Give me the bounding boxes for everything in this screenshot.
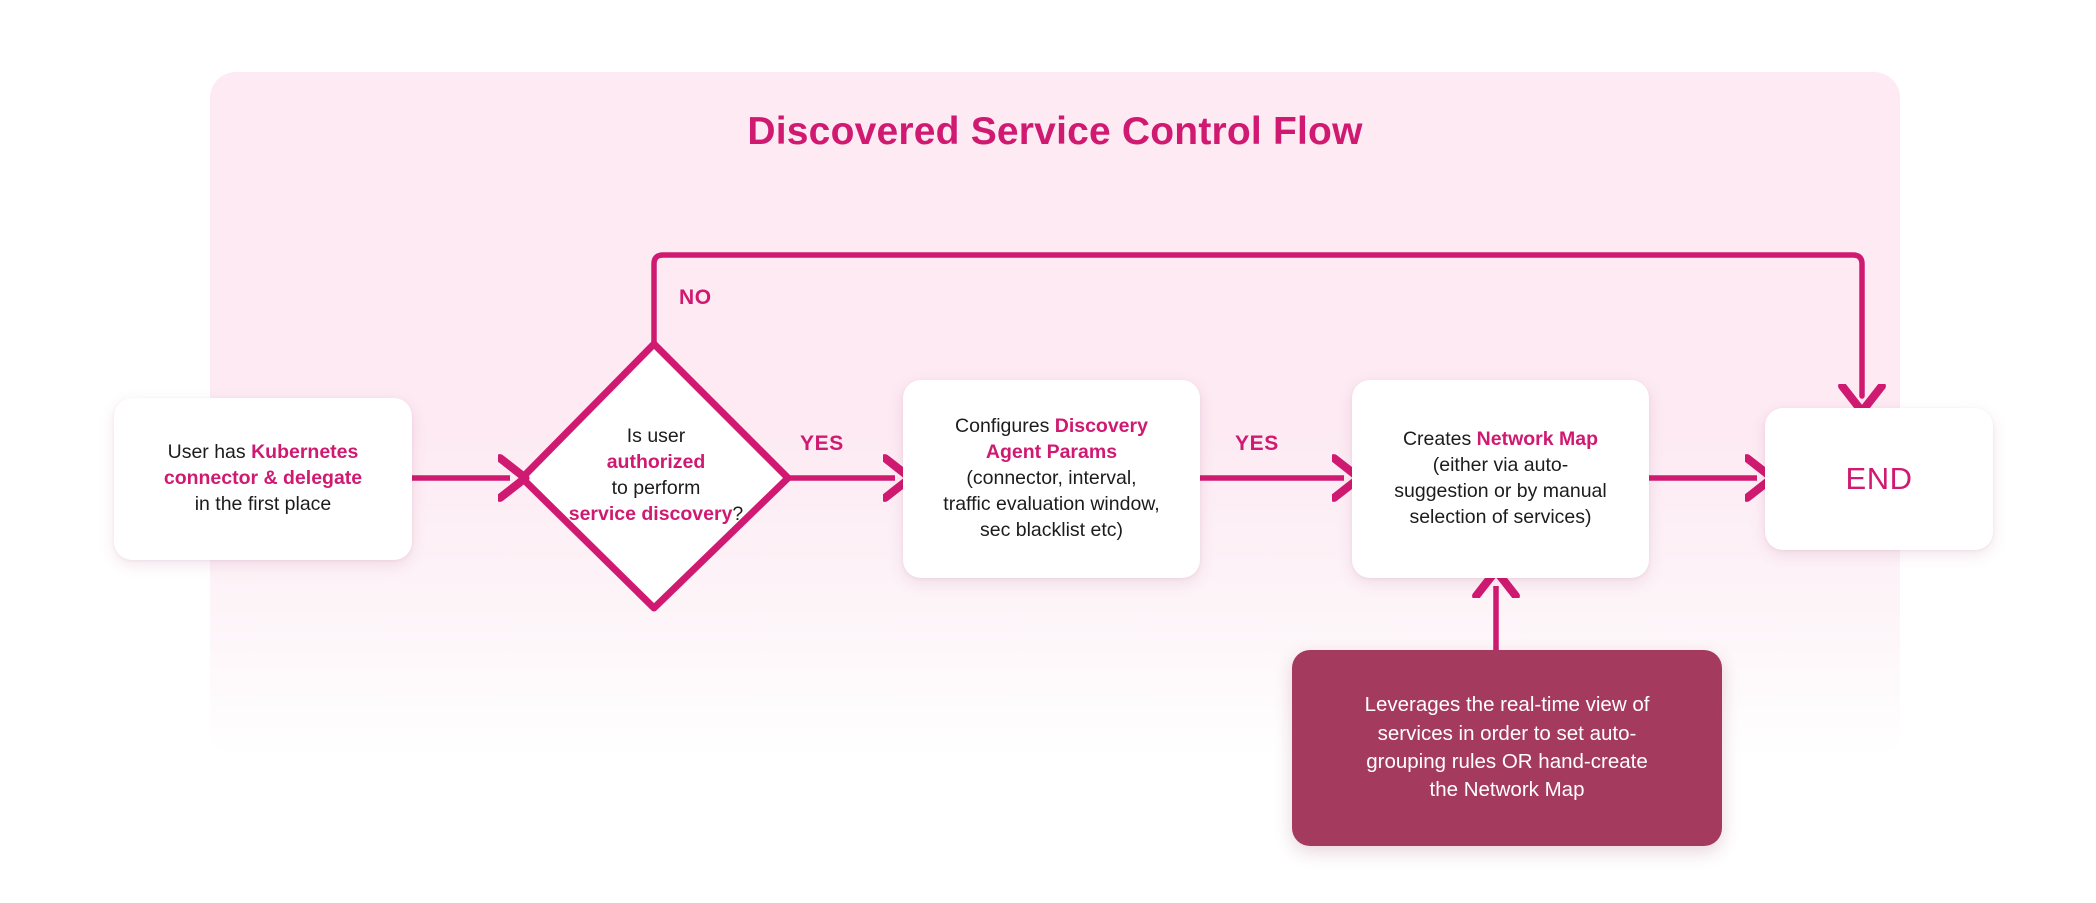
node-config-line2-emphasis: Agent Params [985, 441, 1118, 464]
node-netmap-line2: (either via auto- [1432, 454, 1569, 477]
node-creates-network-map[interactable]: Creates Network Map (either via auto-sugg… [1352, 380, 1649, 578]
node-config-line1-emphasis: Discovery [1054, 415, 1148, 438]
edge-label-no: NO [679, 286, 712, 309]
node-decision-label-wrap: Is user authorized to perform service disco… [518, 338, 794, 614]
node-netmap-line1-plain: Creates [1402, 428, 1477, 451]
node-end-terminator[interactable]: END [1765, 408, 1993, 550]
edge-label-yes-2: YES [1235, 432, 1279, 455]
node-note-text: Leverages the real-time view of services … [1343, 691, 1672, 804]
node-annotation-leverages-real-time-view[interactable]: Leverages the real-time view of services … [1292, 650, 1722, 846]
node-note-line4: the Network Map [1429, 778, 1585, 802]
node-netmap-line4: selection of services) [1409, 505, 1592, 528]
node-netmap-line3: suggestion or by manual [1394, 480, 1607, 502]
node-netmap-text: Creates Network Map (either via auto-sugg… [1380, 427, 1620, 531]
node-config-line4: traffic evaluation window, [943, 492, 1160, 515]
node-decision-line4-emphasis: service discovery [568, 502, 733, 525]
node-config-line3: (connector, interval, [966, 467, 1137, 490]
edge-label-yes-1: YES [800, 432, 844, 455]
node-config-line1-plain: Configures [955, 415, 1055, 438]
node-note-line3: grouping rules OR hand-create [1366, 750, 1648, 773]
node-decision-is-user-authorized[interactable]: Is user authorized to perform service disco… [518, 338, 794, 614]
node-start-line2-emphasis: connector & delegate [163, 467, 363, 490]
page-title: Discovered Service Control Flow [747, 110, 1363, 153]
node-decision-line4-tail: ? [732, 502, 744, 525]
node-decision-line2-emphasis: authorized [606, 451, 706, 474]
node-start-line1-emphasis: Kubernetes [251, 441, 359, 464]
node-config-line5: sec blacklist etc) [979, 518, 1124, 541]
node-start-line1-plain: User has [167, 441, 252, 464]
node-note-line2: services in order to set auto- [1377, 721, 1637, 745]
node-start-line3: in the first place [194, 492, 332, 515]
node-decision-line1: Is user [626, 425, 686, 448]
node-netmap-line1-emphasis: Network Map [1476, 428, 1599, 451]
node-end-label: END [1845, 461, 1913, 497]
node-note-line1: Leverages the real-time view of [1364, 693, 1650, 717]
node-decision-text: Is user authorized to perform service disco… [538, 424, 774, 528]
node-decision-line3: to perform [611, 477, 701, 499]
